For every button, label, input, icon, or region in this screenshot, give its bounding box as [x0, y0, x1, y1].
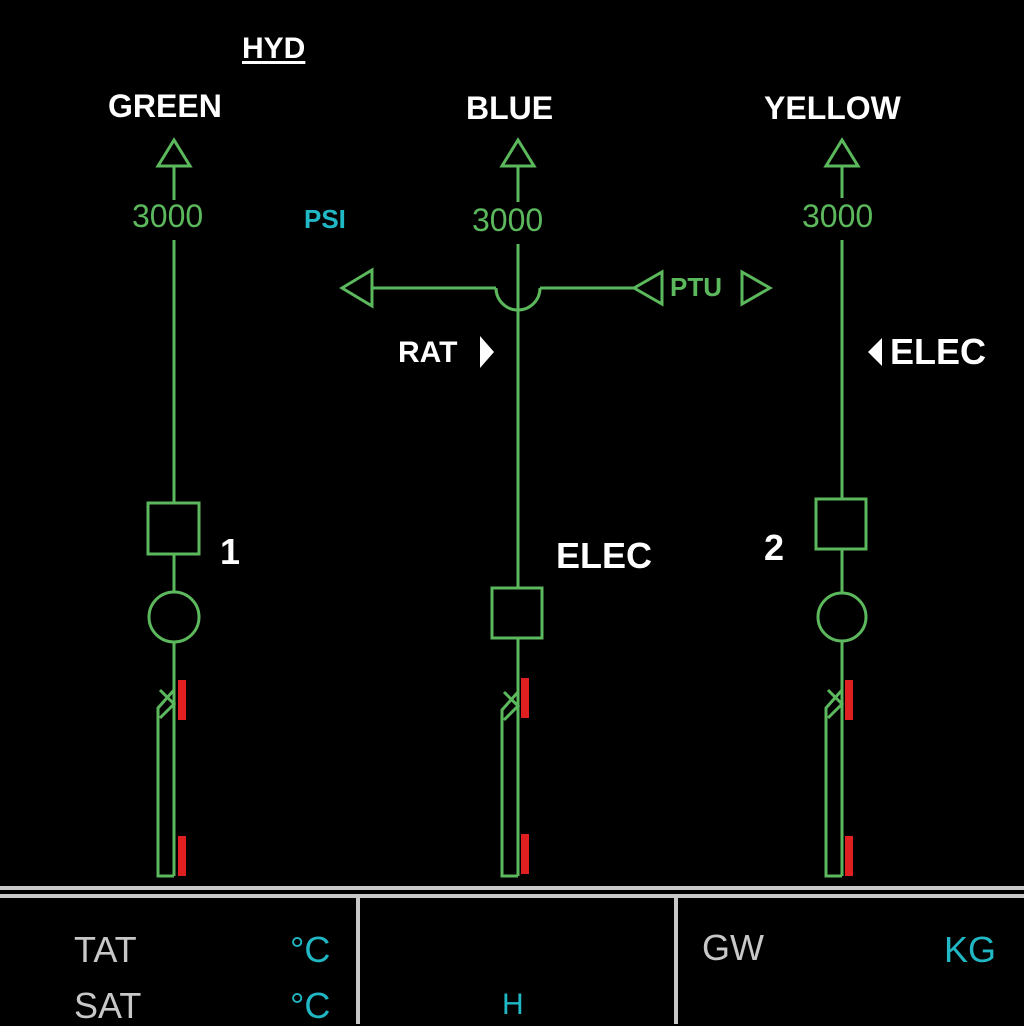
gw-label: GW	[702, 927, 764, 968]
top-divider	[0, 886, 1024, 890]
yellow-system-title: YELLOW	[764, 90, 901, 126]
green-pump-label: 1	[220, 531, 241, 572]
weight-panel: GW KG	[674, 894, 1024, 1024]
time-panel: H	[356, 894, 674, 1024]
green-pump-box	[146, 501, 201, 556]
rat-label: RAT	[398, 336, 458, 369]
green-pressure-value: 3000	[132, 198, 204, 234]
tat-unit: °C	[290, 929, 331, 970]
blue-pump-box	[490, 586, 544, 640]
blue-pressure-value: 3000	[472, 202, 544, 238]
yellow-pump-box	[814, 497, 868, 551]
ptu-left-arrow	[339, 267, 374, 309]
lower-status-area: TAT °C SAT °C H GW KG	[0, 886, 1024, 1024]
yellow-pump-label: 2	[764, 527, 785, 568]
time-unit: H	[502, 988, 524, 1021]
temperature-panel: TAT °C SAT °C	[0, 894, 356, 1024]
ptu-right-arrow	[740, 269, 774, 307]
fire-valve-marks	[178, 678, 853, 876]
green-system-title: GREEN	[108, 88, 222, 124]
blue-pump-label: ELEC	[556, 535, 653, 576]
psi-unit-label: PSI	[304, 204, 346, 234]
green-reservoir-circle	[147, 590, 201, 644]
sat-label: SAT	[74, 985, 142, 1026]
tat-label: TAT	[74, 929, 137, 970]
sat-unit: °C	[290, 985, 331, 1026]
page-title: HYD	[242, 32, 306, 65]
yellow-elec-pump-label: ELEC	[890, 331, 987, 372]
blue-system-line	[339, 137, 774, 878]
ptu-label: PTU	[670, 272, 722, 302]
blue-system-title: BLUE	[466, 90, 554, 126]
elec-arrow-icon	[868, 338, 882, 366]
rat-arrow-icon	[480, 336, 494, 368]
yellow-pressure-value: 3000	[802, 198, 874, 234]
green-system-line	[146, 137, 201, 878]
yellow-reservoir-circle	[816, 591, 868, 643]
yellow-system-line	[814, 137, 868, 878]
ptu-center-arrow	[630, 269, 664, 307]
gw-unit: KG	[944, 929, 997, 970]
